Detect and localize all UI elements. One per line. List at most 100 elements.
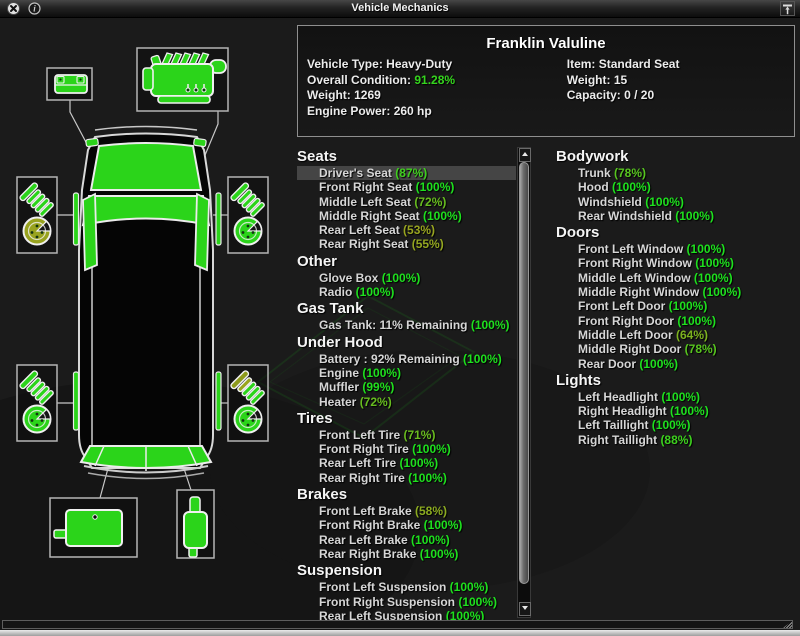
part-row-front-left-brake[interactable]: Front Left Brake (58%) [297, 504, 516, 518]
part-label: Rear Left Suspension [319, 608, 446, 623]
part-label: Trunk [578, 166, 615, 180]
part-row-middle-right-door[interactable]: Middle Right Door (78%) [556, 342, 796, 356]
info-button[interactable]: i [28, 2, 41, 15]
part-label: Front Right Suspension [319, 594, 459, 609]
muffler-icon[interactable] [183, 496, 208, 558]
part-label: Middle Right Door [578, 342, 685, 357]
part-label: Left Headlight [578, 389, 662, 404]
part-label: Front Left Brake [319, 504, 416, 519]
part-condition: (100%) [639, 356, 679, 371]
vertical-scrollbar[interactable] [517, 147, 531, 618]
part-label: Rear Left Seat [319, 223, 404, 238]
part-row-middle-right-window[interactable]: Middle Right Window (100%) [556, 285, 796, 299]
part-row-middle-left-window[interactable]: Middle Left Window (100%) [556, 271, 796, 285]
part-row-front-right-seat[interactable]: Front Right Seat (100%) [297, 180, 516, 194]
part-row-engine[interactable]: Engine (100%) [297, 366, 516, 380]
part-row-front-right-suspension[interactable]: Front Right Suspension (100%) [297, 595, 516, 609]
part-label: Front Left Door [578, 299, 669, 314]
part-condition: (100%) [381, 270, 421, 285]
gas-tank-icon[interactable] [53, 509, 123, 547]
part-row-front-left-suspension[interactable]: Front Left Suspension (100%) [297, 580, 516, 594]
part-row-trunk[interactable]: Trunk (78%) [556, 166, 796, 180]
part-row-rear-right-brake[interactable]: Rear Right Brake (100%) [297, 547, 516, 561]
rear-left-brake-icon[interactable] [22, 404, 52, 434]
part-row-rear-windshield[interactable]: Rear Windshield (100%) [556, 209, 796, 223]
vehicle-diagram [16, 47, 269, 559]
part-row-rear-left-brake[interactable]: Rear Left Brake (100%) [297, 533, 516, 547]
engine-icon[interactable] [142, 52, 227, 104]
part-condition: (58%) [415, 504, 448, 519]
part-row-rear-left-suspension[interactable]: Rear Left Suspension (100%) [297, 609, 516, 623]
front-right-door-panel[interactable] [194, 192, 210, 272]
part-label: Windshield [578, 194, 646, 209]
rear-right-strip[interactable] [215, 371, 222, 431]
part-row-left-taillight[interactable]: Left Taillight (100%) [556, 418, 796, 432]
part-row-left-headlight[interactable]: Left Headlight (100%) [556, 390, 796, 404]
part-row-front-left-door[interactable]: Front Left Door (100%) [556, 299, 796, 313]
section-header-seats: Seats [297, 148, 338, 165]
part-label: Rear Left Brake [319, 532, 412, 547]
part-condition: (55%) [411, 237, 444, 252]
part-row-middle-left-seat[interactable]: Middle Left Seat (72%) [297, 195, 516, 209]
info-icon: i [28, 2, 41, 15]
radio-icon[interactable] [54, 74, 88, 94]
part-condition: (100%) [355, 285, 395, 300]
part-row-rear-left-tire[interactable]: Rear Left Tire (100%) [297, 456, 516, 470]
part-condition: (72%) [414, 194, 447, 209]
part-row-right-headlight[interactable]: Right Headlight (100%) [556, 404, 796, 418]
right-mirror[interactable] [193, 137, 207, 148]
part-label: Rear Right Brake [319, 546, 420, 561]
front-left-strip[interactable] [72, 192, 80, 246]
horizontal-scrollbar[interactable] [2, 620, 793, 629]
part-row-front-left-window[interactable]: Front Left Window (100%) [556, 242, 796, 256]
part-row-heater[interactable]: Heater (72%) [297, 395, 516, 409]
pin-button[interactable] [780, 1, 795, 16]
part-row-front-left-tire[interactable]: Front Left Tire (71%) [297, 428, 516, 442]
rear-right-brake-icon[interactable] [233, 404, 263, 434]
part-row-driver-s-seat[interactable]: Driver's Seat (87%) [297, 166, 516, 181]
part-label: Right Taillight [578, 432, 661, 447]
left-mirror[interactable] [85, 137, 99, 148]
part-row-battery-92-remaining[interactable]: Battery : 92% Remaining (100%) [297, 352, 516, 366]
part-label: Middle Right Window [578, 285, 703, 300]
hood-panel[interactable] [89, 142, 203, 191]
part-row-front-right-tire[interactable]: Front Right Tire (100%) [297, 442, 516, 456]
front-right-brake-icon[interactable] [233, 216, 263, 246]
scroll-down-button[interactable] [519, 602, 531, 616]
part-label: Hood [578, 180, 612, 195]
section-header-lights: Lights [556, 371, 601, 389]
part-label: Middle Left Door [578, 327, 676, 342]
scroll-up-button[interactable] [519, 148, 531, 162]
part-row-glove-box[interactable]: Glove Box (100%) [297, 271, 516, 285]
part-row-middle-left-door[interactable]: Middle Left Door (64%) [556, 328, 796, 342]
front-left-door-panel[interactable] [82, 192, 98, 272]
part-row-middle-right-seat[interactable]: Middle Right Seat (100%) [297, 209, 516, 223]
part-row-muffler[interactable]: Muffler (99%) [297, 380, 516, 394]
front-right-strip[interactable] [215, 192, 222, 246]
part-row-rear-right-tire[interactable]: Rear Right Tire (100%) [297, 471, 516, 485]
part-row-windshield[interactable]: Windshield (100%) [556, 195, 796, 209]
part-row-front-right-door[interactable]: Front Right Door (100%) [556, 314, 796, 328]
part-row-rear-door[interactable]: Rear Door (100%) [556, 357, 796, 371]
part-row-front-right-window[interactable]: Front Right Window (100%) [556, 256, 796, 270]
part-row-gas-tank-11-remaining[interactable]: Gas Tank: 11% Remaining (100%) [297, 318, 516, 332]
part-row-rear-left-seat[interactable]: Rear Left Seat (53%) [297, 223, 516, 237]
part-condition: (100%) [412, 442, 451, 457]
rear-right-suspension-icon[interactable] [229, 369, 268, 408]
part-row-front-right-brake[interactable]: Front Right Brake (100%) [297, 518, 516, 532]
rear-left-strip[interactable] [72, 371, 80, 431]
part-row-right-taillight[interactable]: Right Taillight (88%) [556, 433, 796, 447]
resize-grip-icon[interactable] [783, 621, 792, 628]
part-condition: (100%) [449, 580, 489, 595]
scrollbar-thumb[interactable] [519, 162, 529, 584]
front-left-brake-icon[interactable] [22, 216, 52, 246]
part-row-hood[interactable]: Hood (100%) [556, 180, 796, 194]
part-condition: (100%) [423, 208, 462, 223]
part-row-rear-right-seat[interactable]: Rear Right Seat (55%) [297, 237, 516, 251]
close-button[interactable] [7, 2, 20, 15]
part-condition: (100%) [695, 256, 734, 271]
section-header-bodywork: Bodywork [556, 148, 629, 165]
part-row-radio[interactable]: Radio (100%) [297, 285, 516, 299]
